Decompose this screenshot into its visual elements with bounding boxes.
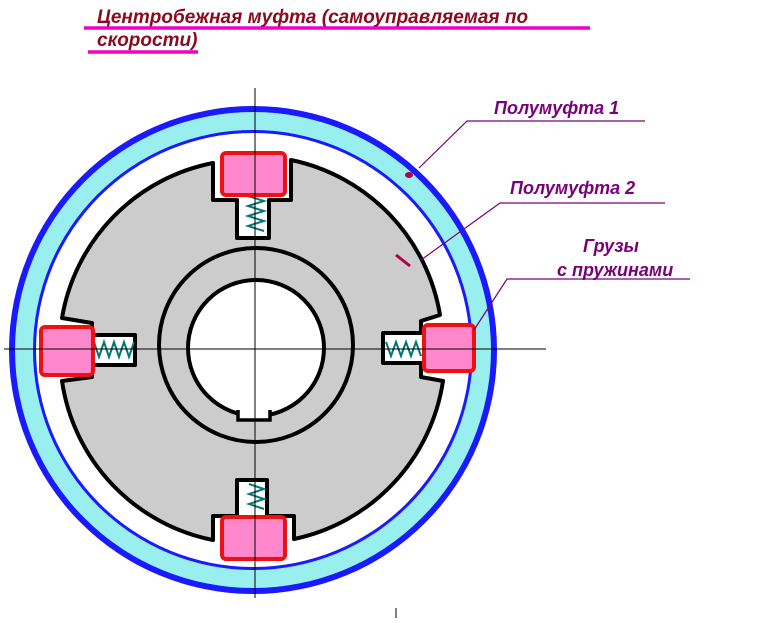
weight-block-icon <box>422 323 476 373</box>
half-coupling-2-marker <box>395 253 411 268</box>
hub-ring <box>157 246 355 444</box>
title-line-2: скорости) <box>97 30 197 51</box>
leader-half-coupling-1 <box>418 120 645 169</box>
keyway <box>236 410 272 422</box>
spring-icon <box>93 338 135 361</box>
half-coupling-1-marker <box>405 172 413 178</box>
label-weights-line-1: Грузы <box>583 236 640 256</box>
leader-half-coupling-2 <box>420 202 665 261</box>
leader-weights <box>473 278 690 331</box>
title-line-1: Центробежная муфта (самоуправляемая по <box>97 7 528 28</box>
spring-icon <box>245 483 268 510</box>
shaft-bore <box>186 278 326 418</box>
spring-icon <box>244 195 268 232</box>
weight-block-icon <box>220 151 287 197</box>
weight-block-icon <box>220 515 287 561</box>
label-half-coupling-1: Полумуфта 1 <box>494 98 619 118</box>
label-weights-line-2: с пружинами <box>557 260 673 280</box>
weight-block-icon <box>39 325 95 377</box>
label-half-coupling-2: Полумуфта 2 <box>510 178 635 198</box>
